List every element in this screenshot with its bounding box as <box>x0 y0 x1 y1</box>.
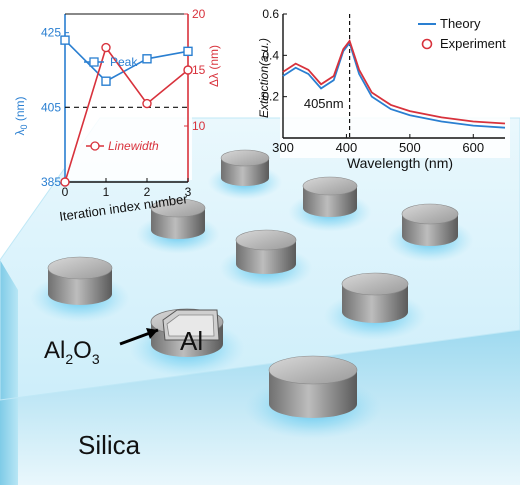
linewidth-point <box>142 98 152 109</box>
legend-peak-label: Peak <box>110 55 138 69</box>
nanodisk <box>30 256 130 323</box>
peak-point <box>101 76 111 86</box>
left-tick-label: 385 <box>41 175 61 189</box>
disk-top <box>47 256 113 280</box>
nanodisk <box>288 176 372 232</box>
disk-top <box>302 176 358 196</box>
y-tick-label: 0.4 <box>262 48 279 62</box>
disk-top <box>341 272 409 296</box>
legend-peak-marker <box>89 57 99 67</box>
x-tick-label: 3 <box>185 185 192 199</box>
disk-top <box>150 198 206 218</box>
inset-chart-extinction-background <box>280 8 510 158</box>
left-tick-label: 405 <box>41 100 61 114</box>
x-tick-label: 400 <box>336 140 358 155</box>
y-axis-label: Extinction(a.u.) <box>257 38 271 118</box>
y-tick-label: 0.6 <box>262 7 279 21</box>
linewidth-point <box>60 177 70 187</box>
y-tick-label: 0.2 <box>262 90 279 104</box>
legend-linewidth-marker <box>90 141 100 151</box>
nanodisk-array <box>30 149 474 439</box>
x-tick-label: 2 <box>144 185 151 199</box>
core-label: Al <box>180 326 203 356</box>
peak-marker-label: 405nm <box>304 96 344 111</box>
nanodisk <box>386 203 474 262</box>
nanodisk-cutaway <box>129 308 245 377</box>
right-tick-label: 20 <box>192 7 206 21</box>
nanodisk <box>219 229 313 290</box>
substrate-side <box>0 260 18 485</box>
shell-label: Al2O3 <box>44 337 100 367</box>
x-tick-label: 500 <box>399 140 421 155</box>
theory-series-line <box>282 41 506 129</box>
linewidth-point <box>183 65 193 75</box>
disk-top <box>401 203 459 225</box>
right-axis-label: Δλ (nm) <box>207 45 221 87</box>
arrow-head-icon <box>146 328 158 339</box>
disk-top <box>235 229 297 251</box>
left-tick-label: 425 <box>41 26 61 40</box>
nanodisk <box>244 355 382 439</box>
nanodisk <box>207 149 283 200</box>
x-tick-label: 600 <box>462 140 484 155</box>
disk-annotation: Al2O3 Al <box>44 326 203 367</box>
disk-top <box>220 149 270 167</box>
legend-experiment-marker <box>421 38 433 50</box>
nanodisk <box>323 272 427 341</box>
peak-point <box>60 35 70 45</box>
right-tick-label: 15 <box>192 63 206 77</box>
legend-linewidth-label: Linewidth <box>108 139 159 153</box>
x-tick-label: 300 <box>272 140 294 155</box>
x-axis-label: Wavelength (nm) <box>347 155 453 171</box>
disk-core-face <box>166 314 215 337</box>
right-tick-label: 10 <box>192 119 206 133</box>
legend-experiment-label: Experiment <box>440 36 506 51</box>
inset-chart-extinction: 300 400 500 600 0.2 0.4 0.6 405nm TheoryExperime… <box>257 7 510 171</box>
substrate-label: Silica <box>78 430 141 460</box>
x-tick-label: 0 <box>62 185 69 199</box>
peak-point <box>142 54 152 64</box>
nanodisk <box>136 198 220 254</box>
disk-top <box>268 355 358 385</box>
linewidth-point <box>101 42 111 53</box>
linewidth-series-line <box>64 45 189 183</box>
x-tick-label: 1 <box>103 185 110 199</box>
experiment-series-line <box>282 38 506 125</box>
legend-theory-label: Theory <box>440 16 481 31</box>
inset-chart-iteration-background <box>64 14 192 180</box>
left-axis-label: λ0 (nm) <box>13 96 29 135</box>
peak-point <box>183 46 193 57</box>
peak-series-line <box>64 39 189 83</box>
